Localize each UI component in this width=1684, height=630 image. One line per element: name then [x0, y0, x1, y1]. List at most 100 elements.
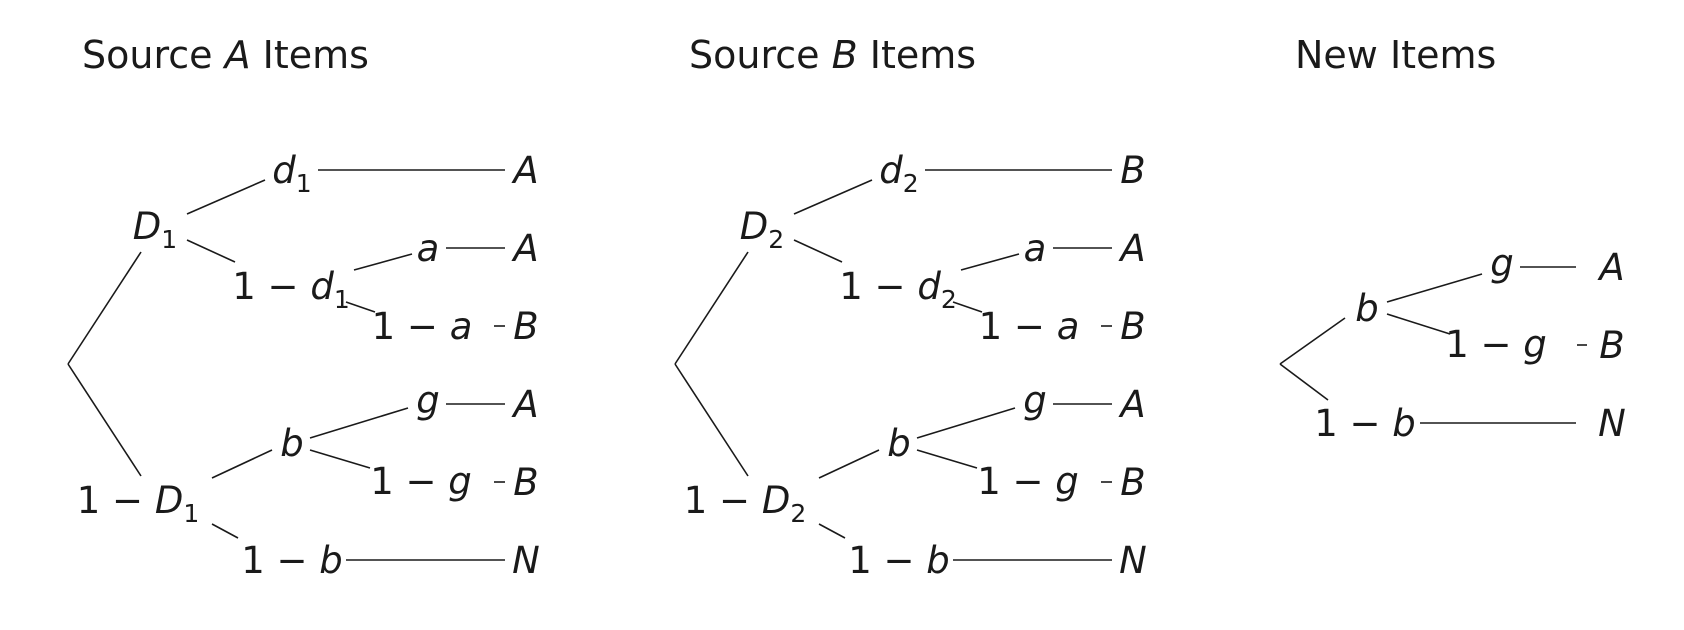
- tree-node-notb: 1 − b: [1314, 402, 1416, 445]
- tree-node-b: b: [280, 422, 304, 465]
- tree-node-a-part: a: [417, 227, 440, 270]
- tree-node-notD-part: 1: [183, 499, 199, 528]
- tree-node-notg: 1 − g: [977, 460, 1079, 503]
- tree-node-nota: 1 − a: [372, 305, 473, 348]
- tree-node-notd: 1 − d1: [232, 265, 349, 314]
- tree-node-a: a: [1024, 227, 1047, 270]
- tree-node-notg-part: g: [1523, 323, 1547, 366]
- tree-node-notb: 1 − b: [241, 539, 343, 582]
- tree-node-L3-part: B: [513, 305, 538, 348]
- tree-node-L6-part: N: [1119, 539, 1147, 582]
- tree-node-nota-part: a: [1057, 305, 1080, 348]
- tree-branch: [345, 301, 376, 313]
- tree-branch: [793, 179, 873, 215]
- tree-branch: [309, 449, 371, 469]
- tree-node-notd-part: d: [917, 265, 941, 308]
- tree-node-nota-part: a: [450, 305, 473, 348]
- tree-node-L2-part: A: [511, 227, 538, 270]
- panel-1-title-part: Items: [251, 33, 369, 77]
- tree-node-notD-part: D: [762, 479, 791, 522]
- tree-node-notg-part: g: [1055, 460, 1079, 503]
- tree-node-L6: N: [1119, 539, 1147, 582]
- tree-branch: [818, 449, 880, 479]
- tree-node-notb-part: b: [926, 539, 950, 582]
- tree-branch: [309, 407, 409, 439]
- tree-branch: [1279, 317, 1346, 365]
- tree-node-L4: A: [1118, 383, 1145, 426]
- tree-node-notd-part: d: [310, 265, 334, 308]
- tree-node-g-part: g: [1023, 379, 1047, 422]
- tree-node-L2: B: [1599, 324, 1624, 367]
- tree-node-nota-part: 1 −: [372, 305, 450, 348]
- tree-node-notD: 1 − D2: [684, 479, 806, 528]
- tree-node-L6-part: N: [512, 539, 540, 582]
- tree-node-nota-part: 1 −: [979, 305, 1057, 348]
- tree-node-L1-part: A: [1597, 246, 1624, 289]
- tree-node-L2: A: [1118, 227, 1145, 270]
- tree-node-D-part: 1: [161, 225, 177, 254]
- tree-node-L4: A: [511, 383, 538, 426]
- tree-node-notD-part: 2: [790, 499, 806, 528]
- tree-node-notD: 1 − D1: [77, 479, 199, 528]
- tree-node-notb-part: b: [319, 539, 343, 582]
- tree-node-L1-part: A: [511, 149, 538, 192]
- tree-node-L2: A: [511, 227, 538, 270]
- tree-node-g: g: [416, 379, 440, 422]
- panel-2-title-part: Source: [689, 33, 832, 77]
- tree-node-d-part: d: [272, 149, 296, 192]
- tree-branch: [1386, 313, 1451, 335]
- tree-node-g-part: g: [416, 379, 440, 422]
- tree-node-d: d2: [879, 149, 918, 198]
- tree-node-a: a: [417, 227, 440, 270]
- tree-node-g-part: g: [1490, 242, 1514, 285]
- tree-branch: [67, 363, 142, 477]
- tree-node-nota: 1 − a: [979, 305, 1080, 348]
- tree-node-a-part: a: [1024, 227, 1047, 270]
- tree-node-L1: B: [1120, 149, 1145, 192]
- tree-branch: [211, 449, 273, 479]
- tree-node-D-part: D: [740, 205, 769, 248]
- tree-node-d-part: 2: [903, 169, 919, 198]
- tree-branch: [353, 253, 413, 271]
- tree-node-notb: 1 − b: [848, 539, 950, 582]
- tree-node-notd-part: 1 −: [232, 265, 310, 308]
- panel-3-title-part: New Items: [1295, 33, 1496, 77]
- tree-branch: [916, 407, 1016, 439]
- tree-node-notb-part: 1 −: [1314, 402, 1392, 445]
- tree-node-notg-part: 1 −: [977, 460, 1055, 503]
- tree-branch: [211, 523, 239, 539]
- tree-node-L5: B: [1120, 461, 1145, 504]
- tree-node-notD-part: 1 −: [684, 479, 762, 522]
- tree-node-notg-part: 1 −: [1445, 323, 1523, 366]
- tree-node-b-part: b: [887, 422, 911, 465]
- tree-node-notg-part: 1 −: [370, 460, 448, 503]
- tree-node-b-part: b: [280, 422, 304, 465]
- tree-branch: [960, 253, 1020, 271]
- tree-node-L5: B: [513, 461, 538, 504]
- tree-node-d-part: 1: [296, 169, 312, 198]
- tree-node-notg: 1 − g: [1445, 323, 1547, 366]
- panel-3-title: New Items: [1295, 33, 1496, 77]
- tree-node-notb-part: 1 −: [241, 539, 319, 582]
- panel-2-title-part: Items: [858, 33, 976, 77]
- tree-node-L3: N: [1598, 402, 1626, 445]
- tree-node-L3: B: [513, 305, 538, 348]
- tree-node-L1-part: B: [1120, 149, 1145, 192]
- panel-1-title: Source A Items: [82, 33, 369, 77]
- tree-branch: [916, 449, 978, 469]
- tree-node-notd-part: 1: [334, 285, 350, 314]
- tree-node-notb-part: 1 −: [848, 539, 926, 582]
- tree-node-D: D1: [133, 205, 177, 254]
- tree-node-b: b: [1355, 287, 1379, 330]
- tree-node-notg-part: g: [448, 460, 472, 503]
- tree-branch: [67, 251, 142, 365]
- tree-node-notb-part: b: [1392, 402, 1416, 445]
- tree-node-L2-part: B: [1599, 324, 1624, 367]
- tree-node-notg: 1 − g: [370, 460, 472, 503]
- tree-node-L4-part: A: [1118, 383, 1145, 426]
- tree-node-L5-part: B: [513, 461, 538, 504]
- tree-node-L3: B: [1120, 305, 1145, 348]
- tree-node-notd-part: 2: [941, 285, 957, 314]
- tree-node-L2-part: A: [1118, 227, 1145, 270]
